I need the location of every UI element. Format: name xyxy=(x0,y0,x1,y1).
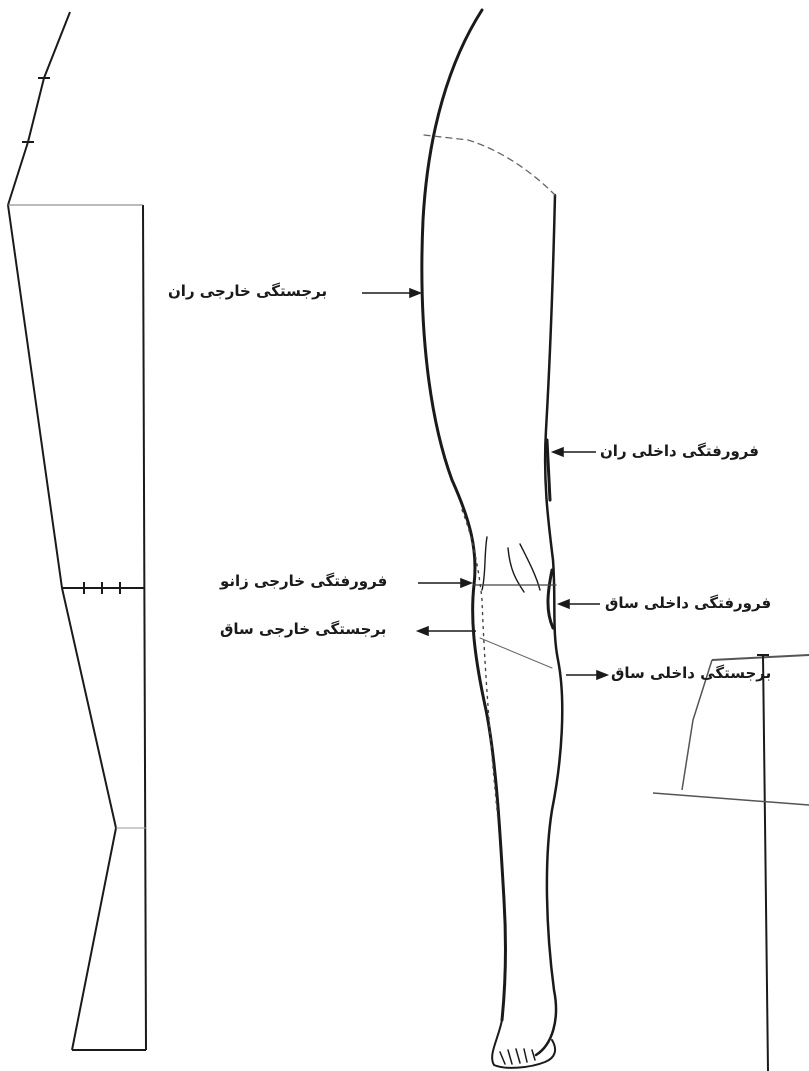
partial-construction-drawing xyxy=(653,655,809,1071)
label-inner-shin-hollow: فرورفتگی داخلی ساق xyxy=(605,594,771,612)
arrow-inner-shin-hollow xyxy=(559,600,600,608)
knee-diagonal-guide xyxy=(480,638,552,668)
partial-construction-center-line xyxy=(763,655,768,1071)
shin-dotted-guide xyxy=(462,510,498,820)
partial-construction-base-line xyxy=(653,793,809,805)
arrow-outer-shin-bulge xyxy=(418,627,476,635)
construction-inner-leg-line xyxy=(143,205,146,1050)
label-outer-thigh-bulge: برجستگی خارجی ران xyxy=(168,282,327,300)
anatomical-leg-drawing xyxy=(422,10,562,1068)
label-inner-thigh-hollow: فرورفتگی داخلی ران xyxy=(600,442,759,460)
arrow-outer-knee-hollow xyxy=(418,579,471,587)
leg-outer-contour xyxy=(422,10,506,1020)
arrow-inner-shin-bulge xyxy=(566,671,607,679)
hip-dashed-guide xyxy=(424,135,555,195)
leg-inner-contour xyxy=(536,195,562,1055)
knee-cap-detail xyxy=(482,537,540,592)
toes-detail xyxy=(500,1049,535,1064)
label-outer-knee-hollow: فرورفتگی خارجی زانو xyxy=(220,572,387,590)
label-inner-shin-bulge: برجستگی داخلی ساق xyxy=(611,664,771,682)
construction-outer-leg-line xyxy=(8,205,116,1050)
construction-hip-line xyxy=(8,12,70,205)
arrow-inner-thigh-hollow xyxy=(553,448,596,456)
construction-tick-marks xyxy=(22,78,120,594)
geometric-leg-construction xyxy=(8,12,146,1050)
arrow-outer-thigh-bulge xyxy=(362,289,420,297)
label-outer-shin-bulge: برجستگی خارجی ساق xyxy=(220,620,386,638)
label-arrows xyxy=(362,289,607,679)
